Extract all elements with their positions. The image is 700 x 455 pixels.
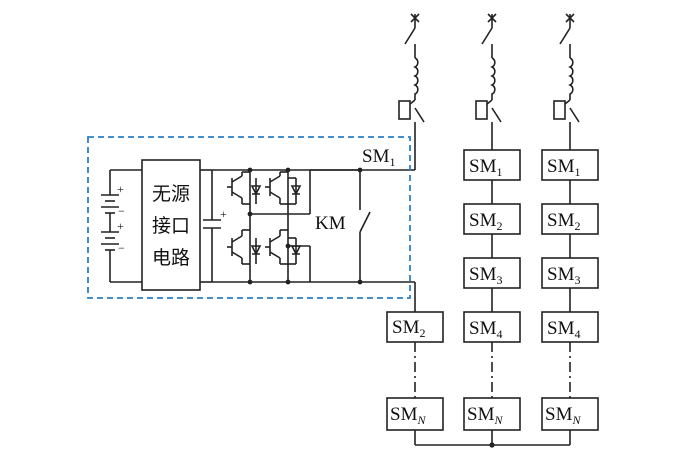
phase-leg-3: SM1 SM2 SM3 SM4 SMN: [541, 13, 599, 431]
battery-string-icon: + − + −: [101, 169, 142, 283]
submodule-sm3-col3: SM3: [541, 257, 599, 289]
neutral-bus: [414, 430, 571, 448]
svg-text:−: −: [118, 204, 125, 218]
svg-text:SM2: SM2: [547, 210, 580, 233]
svg-text:电路: 电路: [152, 247, 190, 269]
submodule-sm2-col2: SM2: [463, 203, 521, 235]
submodule-smn-col2: SMN: [463, 397, 521, 431]
svg-text:SMN: SMN: [467, 404, 503, 427]
breaker-switch-icon: [404, 13, 420, 58]
svg-text:SM3: SM3: [547, 264, 580, 287]
svg-text:SM4: SM4: [469, 318, 502, 341]
bypass-contactor-km-icon: KM: [310, 167, 415, 285]
svg-text:接口: 接口: [152, 215, 190, 237]
submodule-sm1-col2: SM1: [463, 149, 521, 181]
sm1-detail-boundary: [87, 136, 411, 299]
km-label: KM: [315, 213, 346, 234]
breaker-switch-icon: [481, 13, 497, 58]
phase-leg-2: SM1 SM2 SM3 SM4 SMN: [463, 13, 521, 431]
inductor-icon: [490, 57, 496, 100]
submodule-smn-col1: SMN: [386, 397, 444, 431]
submodule-sm2-col1: SM2: [386, 311, 444, 343]
relay-contact-icon: [398, 99, 425, 170]
svg-text:SM3: SM3: [469, 264, 502, 287]
svg-text:+: +: [117, 182, 124, 196]
submodule-smn-col3: SMN: [541, 397, 599, 431]
relay-contact-icon: [475, 99, 502, 150]
svg-text:无源: 无源: [152, 183, 190, 205]
submodule-sm4-col3: SM4: [541, 311, 599, 343]
svg-text:−: −: [118, 241, 125, 255]
svg-text:+: +: [220, 207, 227, 221]
inductor-icon: [413, 57, 419, 100]
submodule-sm3-col2: SM3: [463, 257, 521, 289]
svg-text:+: +: [117, 219, 124, 233]
sm1-label-col1: SM1: [362, 146, 395, 169]
dc-link-capacitor-icon: +: [200, 169, 310, 283]
svg-text:SM4: SM4: [547, 318, 580, 341]
svg-text:SM1: SM1: [469, 156, 502, 179]
svg-text:SM1: SM1: [547, 156, 580, 179]
submodule-sm1-col3: SM1: [541, 149, 599, 181]
svg-text:SMN: SMN: [545, 404, 581, 427]
submodule-sm4-col2: SM4: [463, 311, 521, 343]
h-bridge-igbt-icon: [227, 167, 311, 285]
submodule-sm2-col3: SM2: [541, 203, 599, 235]
svg-text:SMN: SMN: [390, 404, 426, 427]
inductor-icon: [568, 57, 574, 100]
passive-interface-circuit-box: 无源 接口 电路: [141, 159, 201, 291]
breaker-switch-icon: [559, 13, 575, 58]
svg-text:SM2: SM2: [469, 210, 502, 233]
relay-contact-icon: [553, 99, 580, 150]
svg-text:SM2: SM2: [392, 317, 425, 340]
